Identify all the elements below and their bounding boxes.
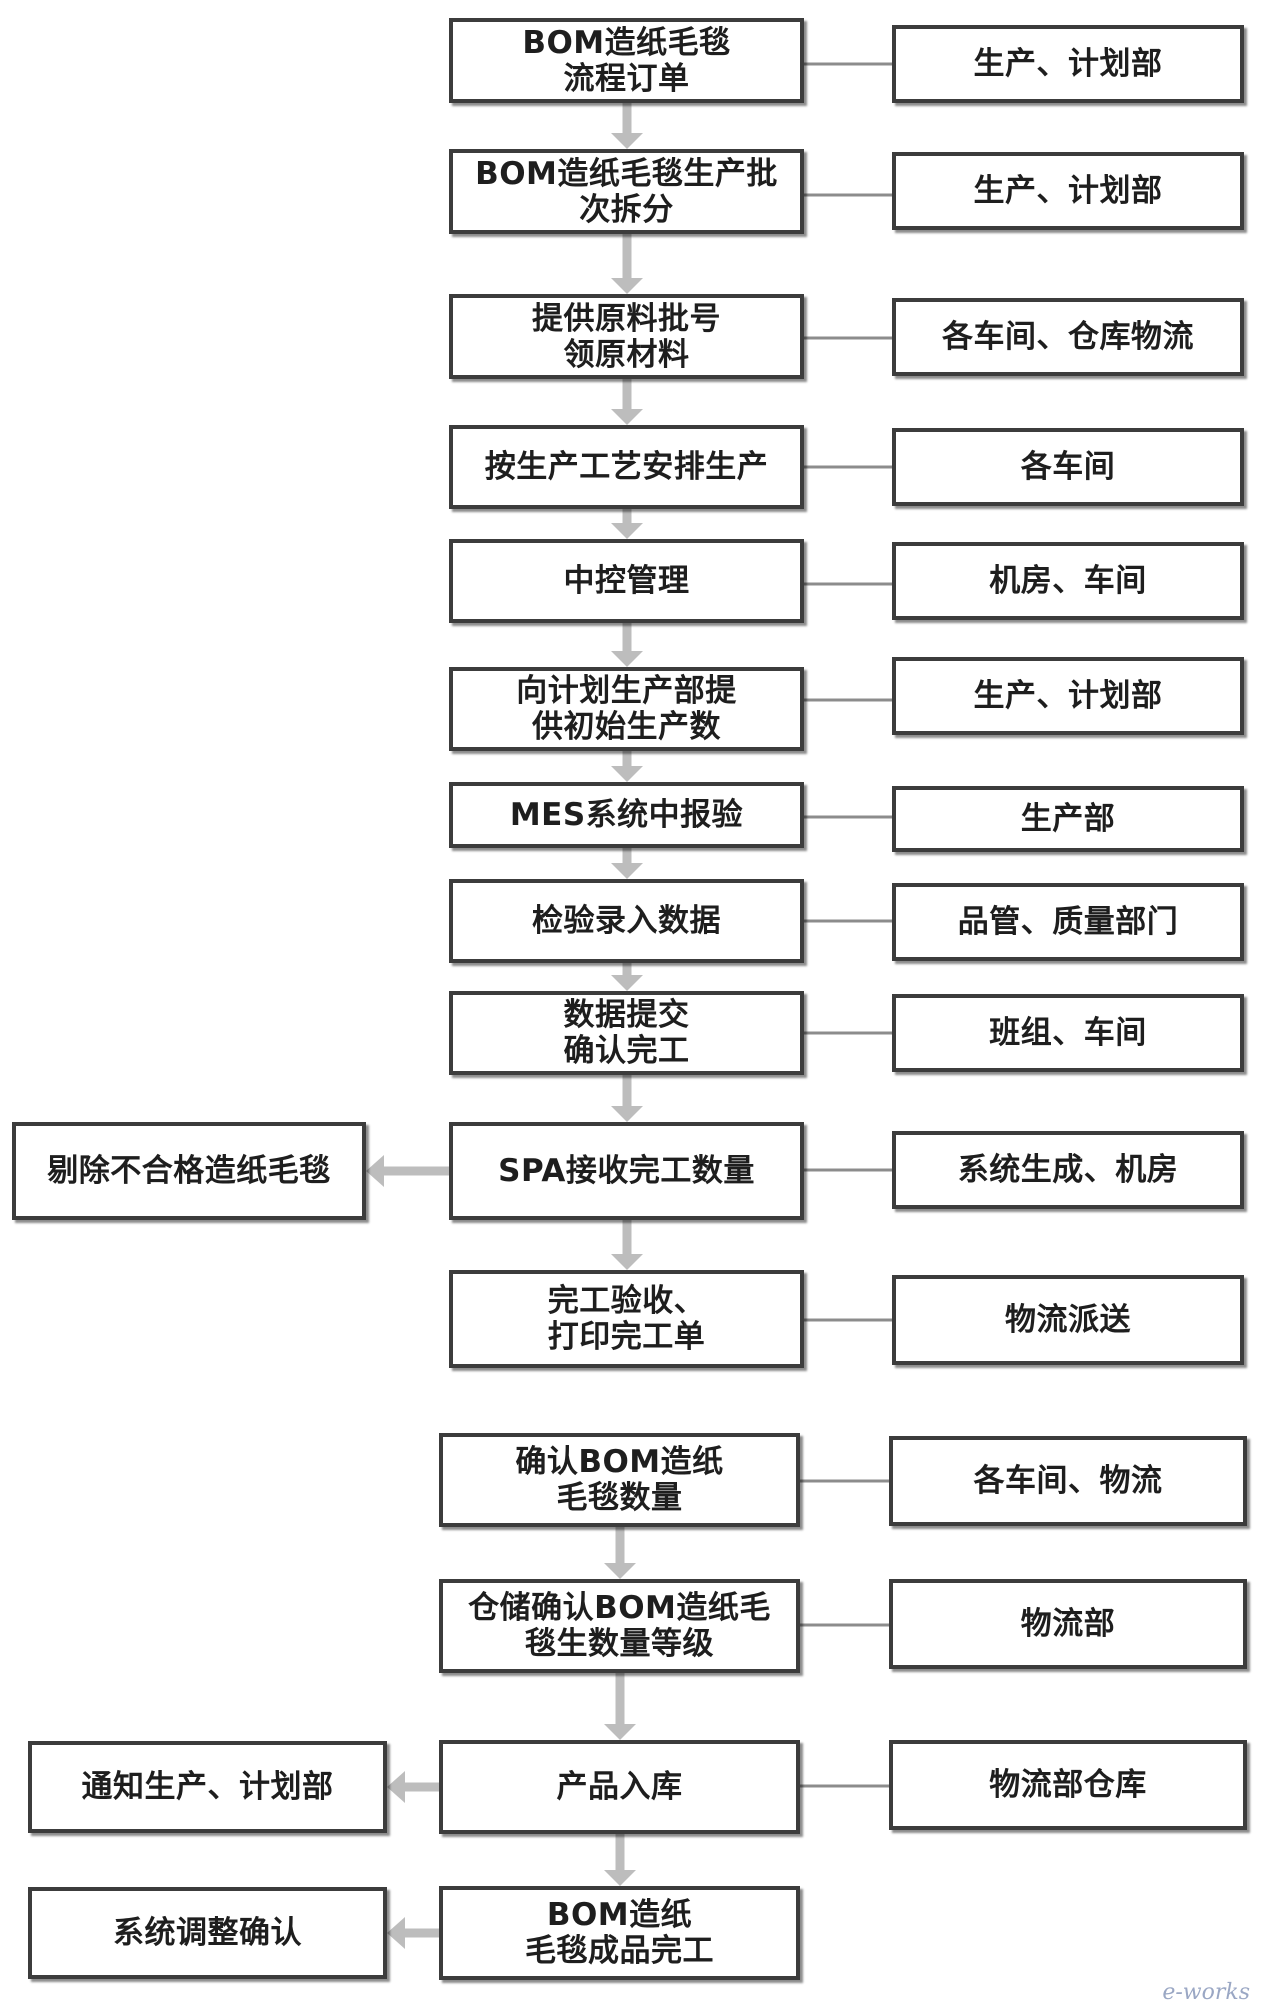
main-step-15: BOM造纸 毛毯成品完工 — [439, 1886, 800, 1980]
flow-arrow-7 — [611, 848, 643, 879]
side-arrow-1 — [366, 1155, 449, 1187]
flow-arrow-6 — [611, 751, 643, 782]
flow-arrow-8 — [611, 963, 643, 991]
main-step-12: 确认BOM造纸 毛毯数量 — [439, 1433, 800, 1527]
main-step-7: MES系统中报验 — [449, 782, 804, 848]
main-step-9: 数据提交 确认完工 — [449, 991, 804, 1075]
flow-arrow-5 — [611, 623, 643, 667]
main-step-2: BOM造纸毛毯生产批 次拆分 — [449, 149, 804, 234]
department-5: 机房、车间 — [892, 542, 1244, 620]
main-step-6: 向计划生产部提 供初始生产数 — [449, 667, 804, 751]
side-output-1: 剔除不合格造纸毛毯 — [12, 1122, 366, 1220]
main-step-14: 产品入库 — [439, 1740, 800, 1834]
flow-arrow-9 — [611, 1075, 643, 1122]
department-12: 各车间、物流 — [889, 1436, 1247, 1526]
department-1: 生产、计划部 — [892, 25, 1244, 103]
department-9: 班组、车间 — [892, 994, 1244, 1072]
main-step-5: 中控管理 — [449, 539, 804, 623]
main-step-1: BOM造纸毛毯 流程订单 — [449, 18, 804, 103]
flow-arrow-1 — [611, 103, 643, 149]
department-3: 各车间、仓库物流 — [892, 298, 1244, 376]
department-6: 生产、计划部 — [892, 657, 1244, 735]
flow-arrow-12 — [604, 1673, 636, 1740]
department-8: 品管、质量部门 — [892, 883, 1244, 961]
flow-arrow-2 — [611, 234, 643, 294]
department-10: 系统生成、机房 — [892, 1131, 1244, 1209]
department-7: 生产部 — [892, 786, 1244, 852]
main-step-11: 完工验收、 打印完工单 — [449, 1270, 804, 1368]
department-13: 物流部 — [889, 1579, 1247, 1669]
flow-arrow-3 — [611, 379, 643, 425]
main-step-13: 仓储确认BOM造纸毛 毯生数量等级 — [439, 1579, 800, 1673]
flow-arrow-4 — [611, 509, 643, 539]
department-2: 生产、计划部 — [892, 152, 1244, 230]
department-4: 各车间 — [892, 428, 1244, 506]
flow-arrow-11 — [604, 1527, 636, 1579]
watermark-logo: e-works — [1162, 1980, 1250, 2005]
main-step-4: 按生产工艺安排生产 — [449, 425, 804, 509]
side-output-3: 系统调整确认 — [28, 1887, 387, 1979]
department-14: 物流部仓库 — [889, 1740, 1247, 1830]
main-step-10: SPA接收完工数量 — [449, 1122, 804, 1220]
main-step-8: 检验录入数据 — [449, 879, 804, 963]
flow-arrow-10 — [611, 1220, 643, 1270]
side-output-2: 通知生产、计划部 — [28, 1741, 387, 1833]
side-arrow-3 — [387, 1917, 439, 1949]
flow-arrow-13 — [604, 1834, 636, 1886]
side-arrow-2 — [387, 1771, 439, 1803]
department-11: 物流派送 — [892, 1275, 1244, 1365]
main-step-3: 提供原料批号 领原材料 — [449, 294, 804, 379]
